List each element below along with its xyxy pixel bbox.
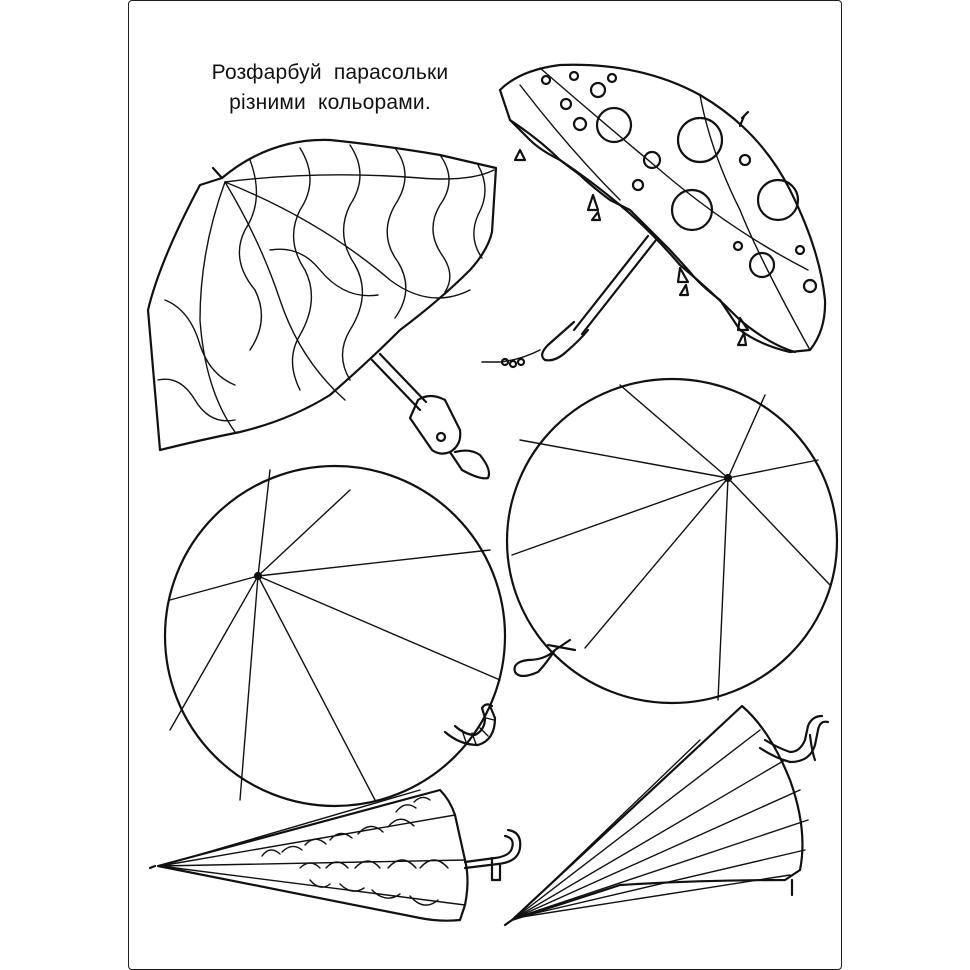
closed-umbrella-dotted bbox=[148, 788, 522, 922]
closed-umbrella-plain bbox=[503, 704, 830, 927]
instruction-line-2: різними кольорами. bbox=[229, 91, 431, 114]
round-umbrella-right bbox=[505, 377, 839, 705]
instruction-line-1: Розфарбуй парасольки bbox=[211, 61, 449, 84]
instruction-text: Розфарбуй парасольки різними кольорами. bbox=[190, 58, 470, 118]
dotted-umbrella bbox=[481, 63, 827, 369]
round-umbrella-left bbox=[163, 464, 507, 808]
striped-umbrella bbox=[146, 138, 498, 480]
